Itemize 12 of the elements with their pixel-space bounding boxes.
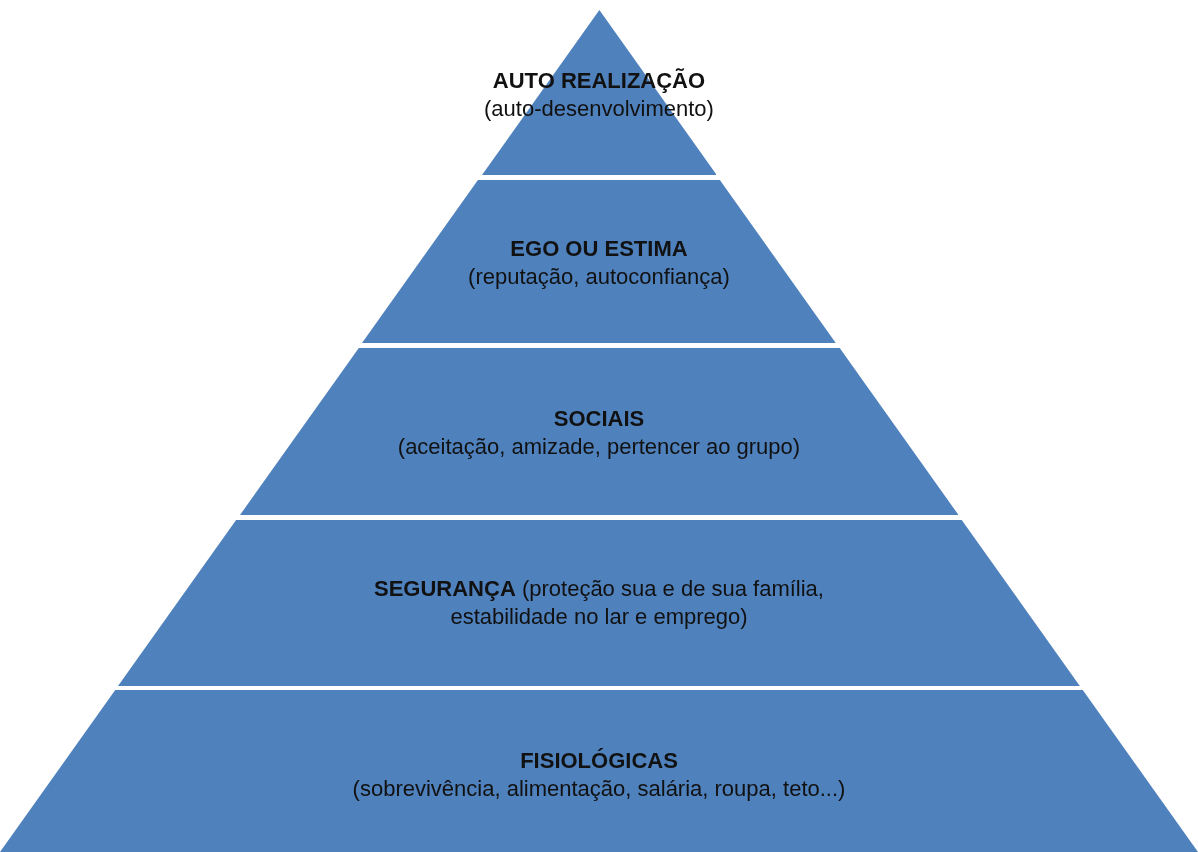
level-heading: EGO OU ESTIMA	[510, 234, 688, 263]
pyramid-level	[362, 180, 836, 343]
level-heading: FISIOLÓGICAS	[520, 747, 678, 775]
level-heading: SOCIAIS	[553, 404, 645, 433]
pyramid-level	[118, 520, 1080, 686]
pyramid-level	[0, 690, 1198, 852]
level-description: (sobrevivência, alimentação, salária, roupa, teto...)	[352, 775, 846, 803]
level-description: (aceitação, amizade, pertencer ao grupo)	[397, 432, 801, 461]
level-description: SEGURANÇA (proteção sua e de sua família, estabilidade no lar e emprego)	[373, 574, 825, 631]
pyramid-level	[481, 10, 717, 175]
level-description: (reputação, autoconfiança)	[468, 262, 730, 291]
pyramid-level	[239, 348, 959, 515]
